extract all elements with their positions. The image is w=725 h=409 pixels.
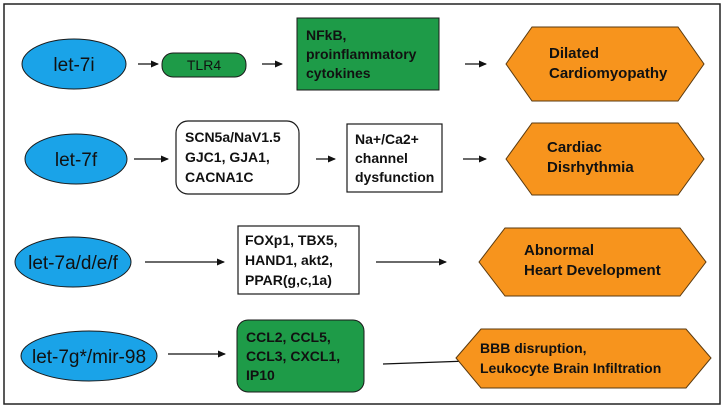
target-line: IP10 bbox=[246, 367, 275, 383]
target-line: HAND1, akt2, bbox=[245, 252, 333, 268]
outcome-hexagon-bbb-disruption bbox=[455, 328, 712, 389]
effect-box-channel-dysfunction bbox=[346, 123, 443, 193]
outcome-line: Heart Development bbox=[524, 262, 661, 279]
effect-line: cytokines bbox=[306, 65, 371, 81]
mirna-label: let-7a/d/e/f bbox=[28, 253, 118, 274]
target-line: PPAR(g,c,1a) bbox=[245, 272, 332, 288]
effect-line: proinflammatory bbox=[306, 46, 417, 62]
outcome-line: Cardiomyopathy bbox=[549, 65, 668, 82]
outcome-line: Leukocyte Brain Infiltration bbox=[480, 360, 661, 376]
target-box-chemokines bbox=[236, 319, 365, 393]
target-line: GJC1, GJA1, bbox=[185, 149, 270, 165]
row-let-7i: let-7i TLR4 NFkB, proinflammatory cytoki… bbox=[21, 17, 705, 102]
outcome-hexagon-dilated-cardiomyopathy bbox=[505, 26, 705, 102]
outcome-hexagon-abnormal-heart-development bbox=[478, 227, 707, 297]
outcome-line: Cardiac bbox=[547, 139, 602, 156]
outcome-line: BBB disruption, bbox=[480, 340, 587, 356]
outcome-line: Dilated bbox=[549, 45, 599, 62]
target-line: SCN5a/NaV1.5 bbox=[185, 129, 281, 145]
mirna-node-let-7a-d-e-f bbox=[14, 236, 132, 288]
row-let-7g-mir-98: let-7g*/mir-98 CCL2, CCL5, CCL3, CXCL1, … bbox=[20, 319, 712, 393]
target-line: CCL3, CXCL1, bbox=[246, 348, 340, 364]
arrow bbox=[382, 357, 469, 365]
target-line: CCL2, CCL5, bbox=[246, 329, 331, 345]
mirna-node-let-7g-mir-98 bbox=[20, 330, 158, 382]
mirna-node-let-7f bbox=[24, 133, 128, 185]
target-box-scn5a bbox=[175, 120, 300, 195]
target-line: CACNA1C bbox=[185, 169, 253, 185]
mirna-label: let-7g*/mir-98 bbox=[32, 347, 146, 368]
effect-box-nfkb bbox=[296, 17, 440, 91]
outcome-line: Disrhythmia bbox=[547, 159, 634, 176]
mirna-label: let-7i bbox=[53, 55, 94, 76]
diagram-frame bbox=[3, 3, 721, 405]
effect-line: Na+/Ca2+ bbox=[355, 131, 419, 147]
outcome-line: Abnormal bbox=[524, 242, 594, 259]
target-line: FOXp1, TBX5, bbox=[245, 232, 338, 248]
row-let-7a-d-e-f: let-7a/d/e/f FOXp1, TBX5, HAND1, akt2, P… bbox=[14, 225, 707, 297]
effect-line: channel bbox=[355, 150, 408, 166]
target-box-foxp1 bbox=[237, 225, 360, 295]
row-let-7f: let-7f SCN5a/NaV1.5 GJC1, GJA1, CACNA1C … bbox=[24, 120, 705, 196]
effect-line: NFkB, bbox=[306, 27, 346, 43]
mirna-label: let-7f bbox=[55, 150, 98, 171]
target-label: TLR4 bbox=[187, 57, 221, 73]
target-box-tlr4 bbox=[161, 52, 247, 78]
mirna-node-let-7i bbox=[21, 38, 127, 90]
outcome-hexagon-cardiac-disrhythmia bbox=[505, 122, 705, 196]
effect-line: dysfunction bbox=[355, 169, 434, 185]
